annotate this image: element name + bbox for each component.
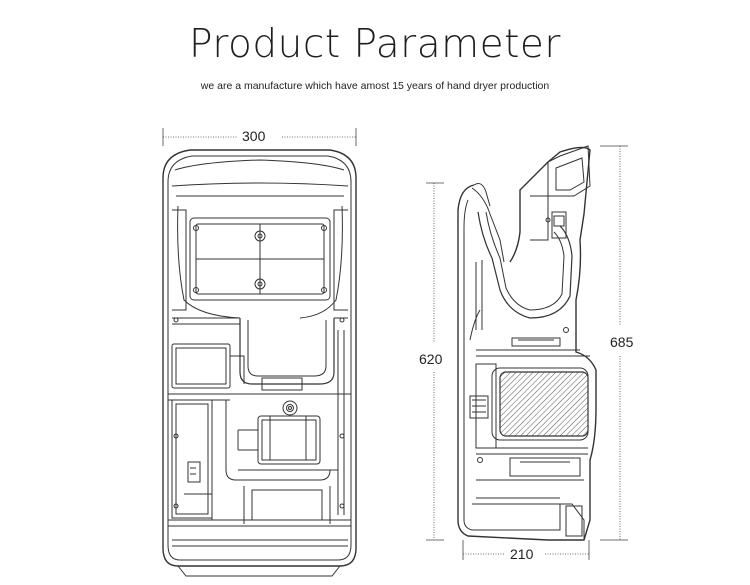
side-view-drawing	[458, 146, 596, 540]
dim-front-width-label: 300	[242, 128, 266, 144]
page-subtitle: we are a manufacture which have amost 15…	[200, 80, 550, 92]
page-title: Product Parameter	[189, 22, 561, 67]
front-view-drawing	[163, 150, 356, 576]
dimension-lines	[163, 128, 628, 560]
dim-side-depth-label: 210	[510, 546, 534, 562]
dim-side-height-right-label: 685	[610, 334, 634, 350]
dim-side-height-left-label: 620	[419, 351, 443, 367]
